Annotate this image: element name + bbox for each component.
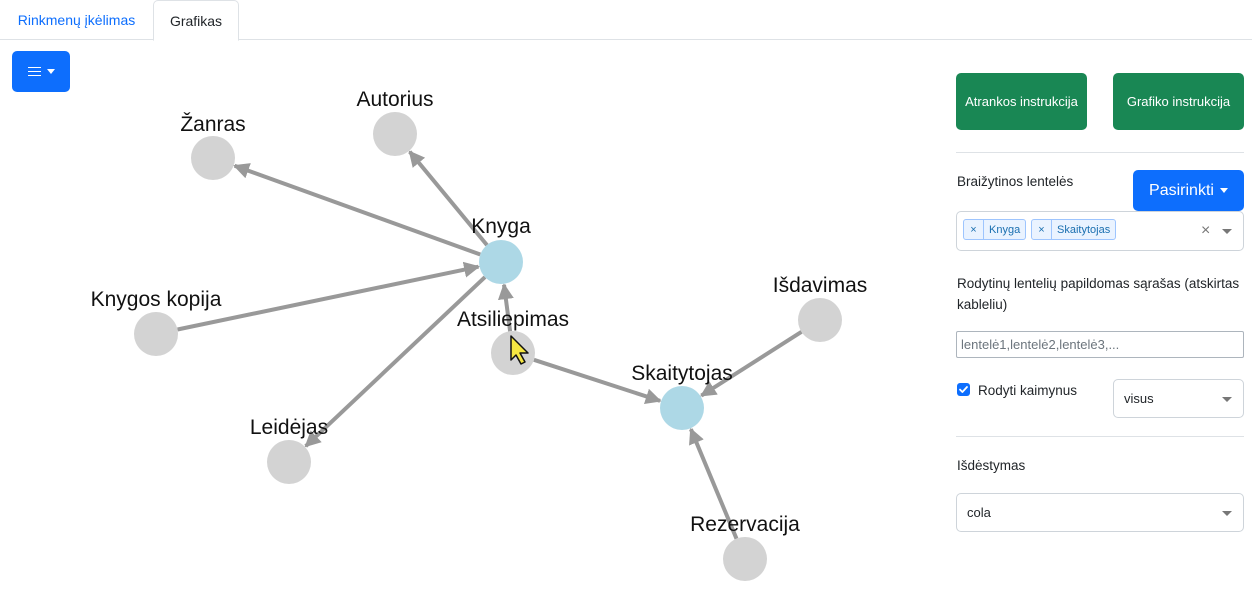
- graph-edge-knygos_kopija-knyga: [177, 261, 481, 332]
- selected-table-chip: × Skaitytojas: [1031, 219, 1117, 240]
- graph-node-autorius[interactable]: [373, 112, 417, 156]
- graph-node-label-zanras: Žanras: [180, 113, 245, 136]
- graph-node-label-leidejas: Leidėjas: [250, 416, 328, 439]
- show-neighbors-label: Rodyti kaimynus: [978, 383, 1078, 398]
- graph-node-rezervacija[interactable]: [723, 537, 767, 581]
- graph-node-label-atsiliepimas: Atsiliepimas: [457, 308, 569, 331]
- graph-node-knygos-kopija[interactable]: [134, 312, 178, 356]
- extra-tables-label: Rodytinų lentelių papildomas sąrašas (at…: [957, 276, 1240, 312]
- remove-chip-icon[interactable]: ×: [1032, 220, 1052, 239]
- graph-node-label-isdavimas: Išdavimas: [773, 274, 868, 297]
- dropdown-caret-icon[interactable]: [1222, 229, 1232, 234]
- selected-table-chip: × Knyga: [963, 219, 1027, 240]
- tab-graph[interactable]: Grafikas: [153, 0, 239, 41]
- dropdown-caret-icon: [1222, 511, 1232, 516]
- choose-button[interactable]: Pasirinkti: [1133, 170, 1244, 211]
- graph-node-label-autorius: Autorius: [356, 88, 433, 111]
- divider: [956, 152, 1244, 153]
- graph-node-label-knygos-kopija: Knygos kopija: [91, 288, 222, 311]
- graph-edge-isdavimas-skaitytojas: [700, 330, 803, 398]
- extra-tables-input[interactable]: [956, 331, 1244, 358]
- graph-node-label-skaitytojas: Skaitytojas: [631, 362, 733, 385]
- graph-edge-rezervacija-skaitytojas: [689, 427, 739, 540]
- graph-edge-knyga-autorius: [408, 150, 489, 247]
- remove-chip-icon[interactable]: ×: [964, 220, 984, 239]
- tables-label: Braižytinos lentelės: [957, 174, 1074, 189]
- choose-button-label: Pasirinkti: [1149, 181, 1214, 199]
- neighbors-select[interactable]: visus: [1113, 379, 1244, 418]
- graph-node-isdavimas[interactable]: [798, 298, 842, 342]
- graph-node-skaitytojas[interactable]: [660, 386, 704, 430]
- graph-instructions-button[interactable]: Grafiko instrukcija: [1113, 73, 1244, 130]
- show-neighbors-checkbox[interactable]: [957, 383, 970, 396]
- neighbors-select-value: visus: [1124, 391, 1154, 406]
- clear-all-icon[interactable]: ×: [1201, 222, 1211, 239]
- hamburger-icon: [27, 66, 41, 77]
- graph-node-knyga[interactable]: [479, 240, 523, 284]
- graph-edge-knyga-zanras: [233, 163, 481, 257]
- tables-multiselect[interactable]: × Knyga × Skaitytojas ×: [956, 211, 1244, 251]
- layout-select[interactable]: cola: [956, 493, 1244, 532]
- checkmark-icon: [959, 386, 968, 393]
- graph-edge-atsiliepimas-knyga: [497, 283, 514, 332]
- graph-node-leidejas[interactable]: [267, 440, 311, 484]
- graph-edge-knyga-leidejas: [304, 275, 487, 448]
- chip-label: Skaitytojas: [1057, 223, 1111, 236]
- divider: [956, 436, 1244, 437]
- caret-down-icon: [46, 69, 55, 74]
- graph-edge-atsiliepimas-skaitytojas: [533, 357, 662, 405]
- caret-down-icon: [1219, 188, 1228, 193]
- layout-label: Išdėstymas: [957, 458, 1026, 473]
- graph-node-label-rezervacija: Rezervacija: [690, 513, 800, 536]
- tab-file-upload[interactable]: Rinkmenų įkėlimas: [17, 12, 136, 28]
- graph-node-zanras[interactable]: [191, 136, 235, 180]
- chip-label: Knyga: [989, 223, 1021, 236]
- graph-node-label-knyga: Knyga: [471, 215, 531, 238]
- dropdown-caret-icon: [1222, 397, 1232, 402]
- menu-dropdown-button[interactable]: [12, 51, 70, 92]
- layout-select-value: cola: [967, 505, 991, 520]
- mouse-cursor-icon: [510, 335, 529, 365]
- selection-instructions-button[interactable]: Atrankos instrukcija: [956, 73, 1087, 130]
- tab-bar: Rinkmenų įkėlimas Grafikas: [0, 0, 1252, 41]
